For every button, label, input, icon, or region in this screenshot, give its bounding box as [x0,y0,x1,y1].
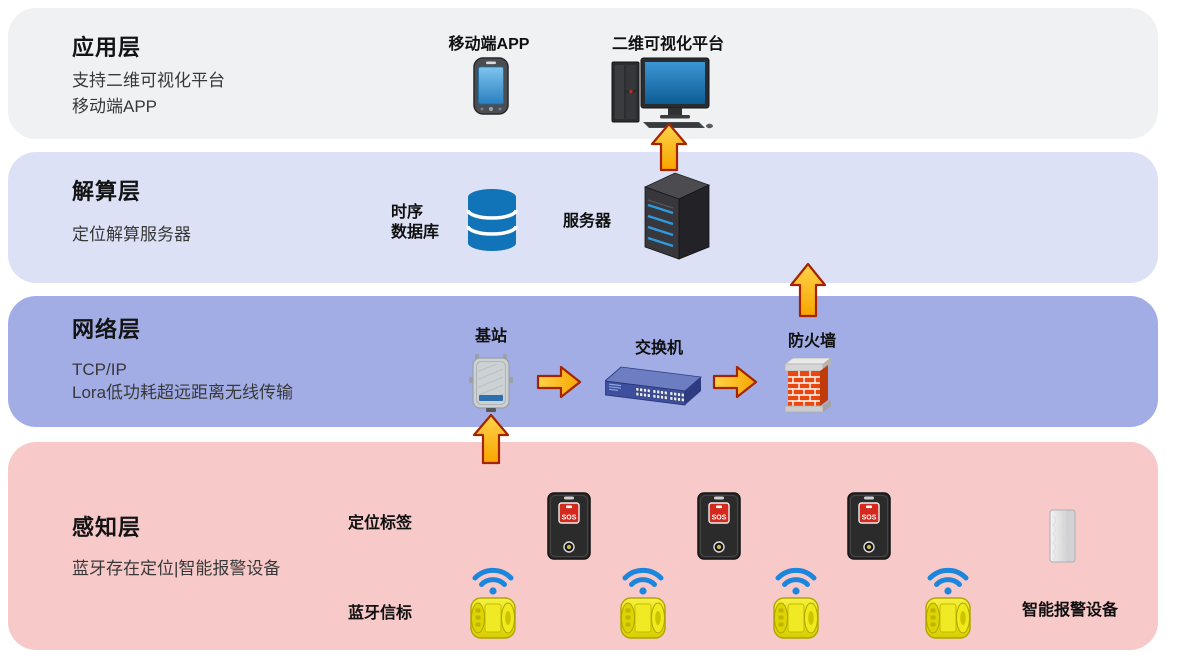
up-arrow-icon [472,413,510,465]
server-label: 服务器 [563,213,612,230]
label-line: 时序 [391,204,424,221]
server-icon [639,169,713,261]
layer-application-band [8,8,1158,139]
database-icon [466,187,518,253]
location-tag-label: 定位标签 [348,515,413,532]
bluetooth-beacon-label: 蓝牙信标 [348,605,413,622]
layer-compute-band [8,152,1158,283]
up-arrow-icon [789,262,827,318]
sos-tag-icon: SOS [846,491,892,561]
layer-network-title: 网络层 [72,317,142,342]
sos-text: SOS [562,515,577,522]
wifi-icon [619,559,667,595]
subtitle-line: 蓝牙存在定位|智能报警设备 [72,559,281,578]
right-arrow-icon [712,364,758,400]
network-switch-icon [605,365,705,411]
smartphone-icon [472,57,510,115]
subtitle-line: Lora低功耗超远距离无线传输 [72,383,294,402]
alarm-device-icon [1047,508,1079,564]
beacon-icon [467,594,519,642]
layer-compute-title: 解算层 [72,179,142,204]
beacon-icon [770,594,822,642]
subtitle-line: TCP/IP [72,360,127,379]
layer-network-band [8,296,1158,427]
switch-label: 交换机 [634,340,683,357]
subtitle-line: 移动端APP [72,97,158,116]
timeseries-db-label: 时序 数据库 [391,203,439,243]
label-line: 数据库 [391,224,440,241]
visualization-platform-label: 二维可视化平台 [611,36,724,53]
firewall-label: 防火墙 [787,333,836,350]
sos-text: SOS [712,515,727,522]
layer-network-subtitle: TCP/IP Lora低功耗超远距离无线传输 [72,358,293,404]
base-station-icon [467,353,515,413]
desktop-computer-icon [610,56,714,130]
wifi-icon [924,559,972,595]
layer-compute-subtitle: 定位解算服务器 [72,222,191,248]
smart-alarm-label: 智能报警设备 [1021,602,1118,619]
layer-perception-title: 感知层 [72,515,142,540]
sos-tag-icon: SOS [546,491,592,561]
beacon-icon [922,594,974,642]
firewall-icon [782,355,836,413]
layer-perception-subtitle: 蓝牙存在定位|智能报警设备 [72,556,280,582]
wifi-icon [772,559,820,595]
subtitle-line: 定位解算服务器 [72,225,191,244]
subtitle-line: 支持二维可视化平台 [72,71,225,90]
up-arrow-icon [650,122,688,172]
layer-application-title: 应用层 [72,35,142,60]
right-arrow-icon [536,364,582,400]
beacon-icon [617,594,669,642]
mobile-app-label: 移动端APP [448,36,530,53]
layer-application-subtitle: 支持二维可视化平台 移动端APP [72,68,225,120]
sos-text: SOS [862,515,877,522]
sos-tag-icon: SOS [696,491,742,561]
base-station-label: 基站 [474,328,507,345]
wifi-icon [469,559,517,595]
